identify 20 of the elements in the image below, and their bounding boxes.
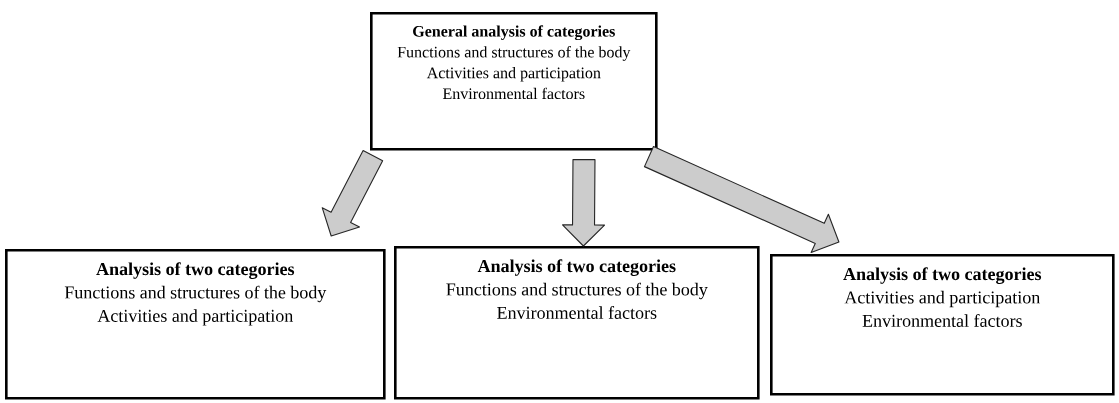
box-text: Environmental factors — [862, 314, 1022, 327]
box-text: Functions and structures of the body — [64, 285, 327, 303]
box-text: Functions and structures of the body — [397, 46, 631, 61]
block-arrow — [643, 146, 840, 254]
block-arrow — [562, 158, 606, 247]
category-box — [394, 246, 760, 400]
box-text: Activities and participation — [97, 309, 294, 326]
box-heading: Analysis of two categories — [477, 259, 676, 276]
block-arrow — [321, 150, 384, 237]
box-text: Environmental factors — [442, 87, 585, 100]
category-box — [770, 254, 1115, 396]
box-text: Functions and structures of the body — [446, 282, 708, 300]
category-box — [5, 249, 386, 400]
box-text: Environmental factors — [497, 306, 657, 319]
box-heading: Analysis of two categories — [96, 262, 295, 279]
box-heading: General analysis of categories — [413, 25, 615, 41]
category-box — [370, 12, 658, 151]
box-text: Activities and participation — [844, 290, 1041, 308]
box-heading: Analysis of two categories — [843, 267, 1042, 284]
box-text: Activities and participation — [426, 67, 601, 82]
